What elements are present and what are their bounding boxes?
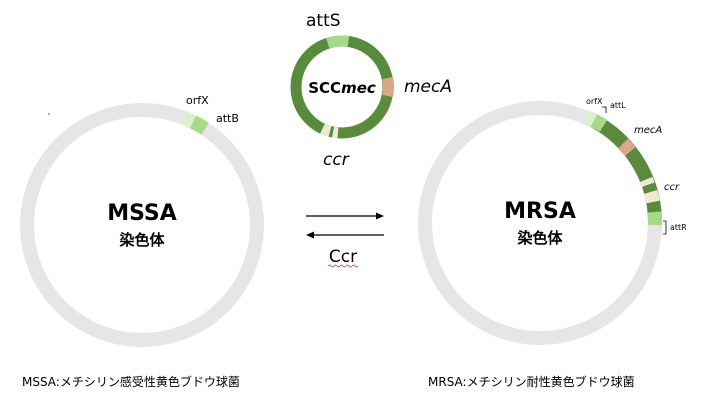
scc-ccr-label: ccr	[323, 150, 350, 170]
scc-center-label: SCCmec	[308, 79, 376, 97]
mssa-attb-label: attB	[216, 112, 239, 125]
mrsa-attr-bracket	[663, 220, 667, 235]
scc-mec-element: SCCmec attS mecA ccr	[290, 11, 452, 170]
mrsa-attl-site	[590, 114, 608, 132]
scc-meca-segment	[382, 76, 395, 98]
enzyme-spell-underline	[327, 264, 359, 268]
scc-label-suffix: mec	[341, 79, 376, 97]
scc-label-prefix: SCC	[308, 79, 341, 97]
mrsa-attl-label: attL	[610, 101, 626, 110]
scc-meca-label: mecA	[404, 77, 452, 97]
mrsa-ccr-label: ccr	[664, 182, 680, 193]
mrsa-title: MRSA	[504, 199, 576, 224]
reaction-arrows: Ccr	[306, 212, 384, 268]
enzyme-label: Ccr	[329, 247, 357, 267]
mrsa-meca-segment	[617, 138, 636, 157]
mssa-title: MSSA	[107, 201, 177, 226]
mrsa-attr-label: attR	[670, 223, 687, 232]
mssa-caption: MSSA:メチシリン感受性黄色ブドウ球菌	[22, 374, 240, 389]
mrsa-ccr-segment-1	[639, 176, 655, 188]
mrsa-meca-label: mecA	[634, 125, 662, 136]
mssa-orfx-label: orfX	[186, 94, 209, 107]
mrsa-chromosome: orfX attL mecA ccr attR MRSA 染色体	[418, 97, 687, 345]
reverse-arrow-head	[306, 231, 314, 239]
scc-ccr-segment-2	[320, 123, 332, 137]
mssa-subtitle: 染色体	[118, 231, 165, 249]
mrsa-attl-bracket	[602, 106, 607, 113]
mrsa-subtitle: 染色体	[516, 229, 563, 247]
scc-atts-segment	[326, 35, 350, 49]
mrsa-ccr-segment-2	[643, 189, 660, 204]
stray-dot	[48, 113, 50, 115]
mssa-chromosome-ring	[20, 103, 264, 347]
scc-atts-label: attS	[306, 11, 341, 31]
scc-ccr-segment-1	[331, 126, 339, 139]
mrsa-orfx-label: orfX	[586, 97, 603, 106]
mssa-chromosome: orfX attB MSSA 染色体	[20, 94, 264, 347]
mssa-attb-site	[189, 115, 209, 135]
mrsa-caption: MRSA:メチシリン耐性黄色ブドウ球菌	[428, 374, 635, 389]
forward-arrow-head	[376, 212, 384, 220]
